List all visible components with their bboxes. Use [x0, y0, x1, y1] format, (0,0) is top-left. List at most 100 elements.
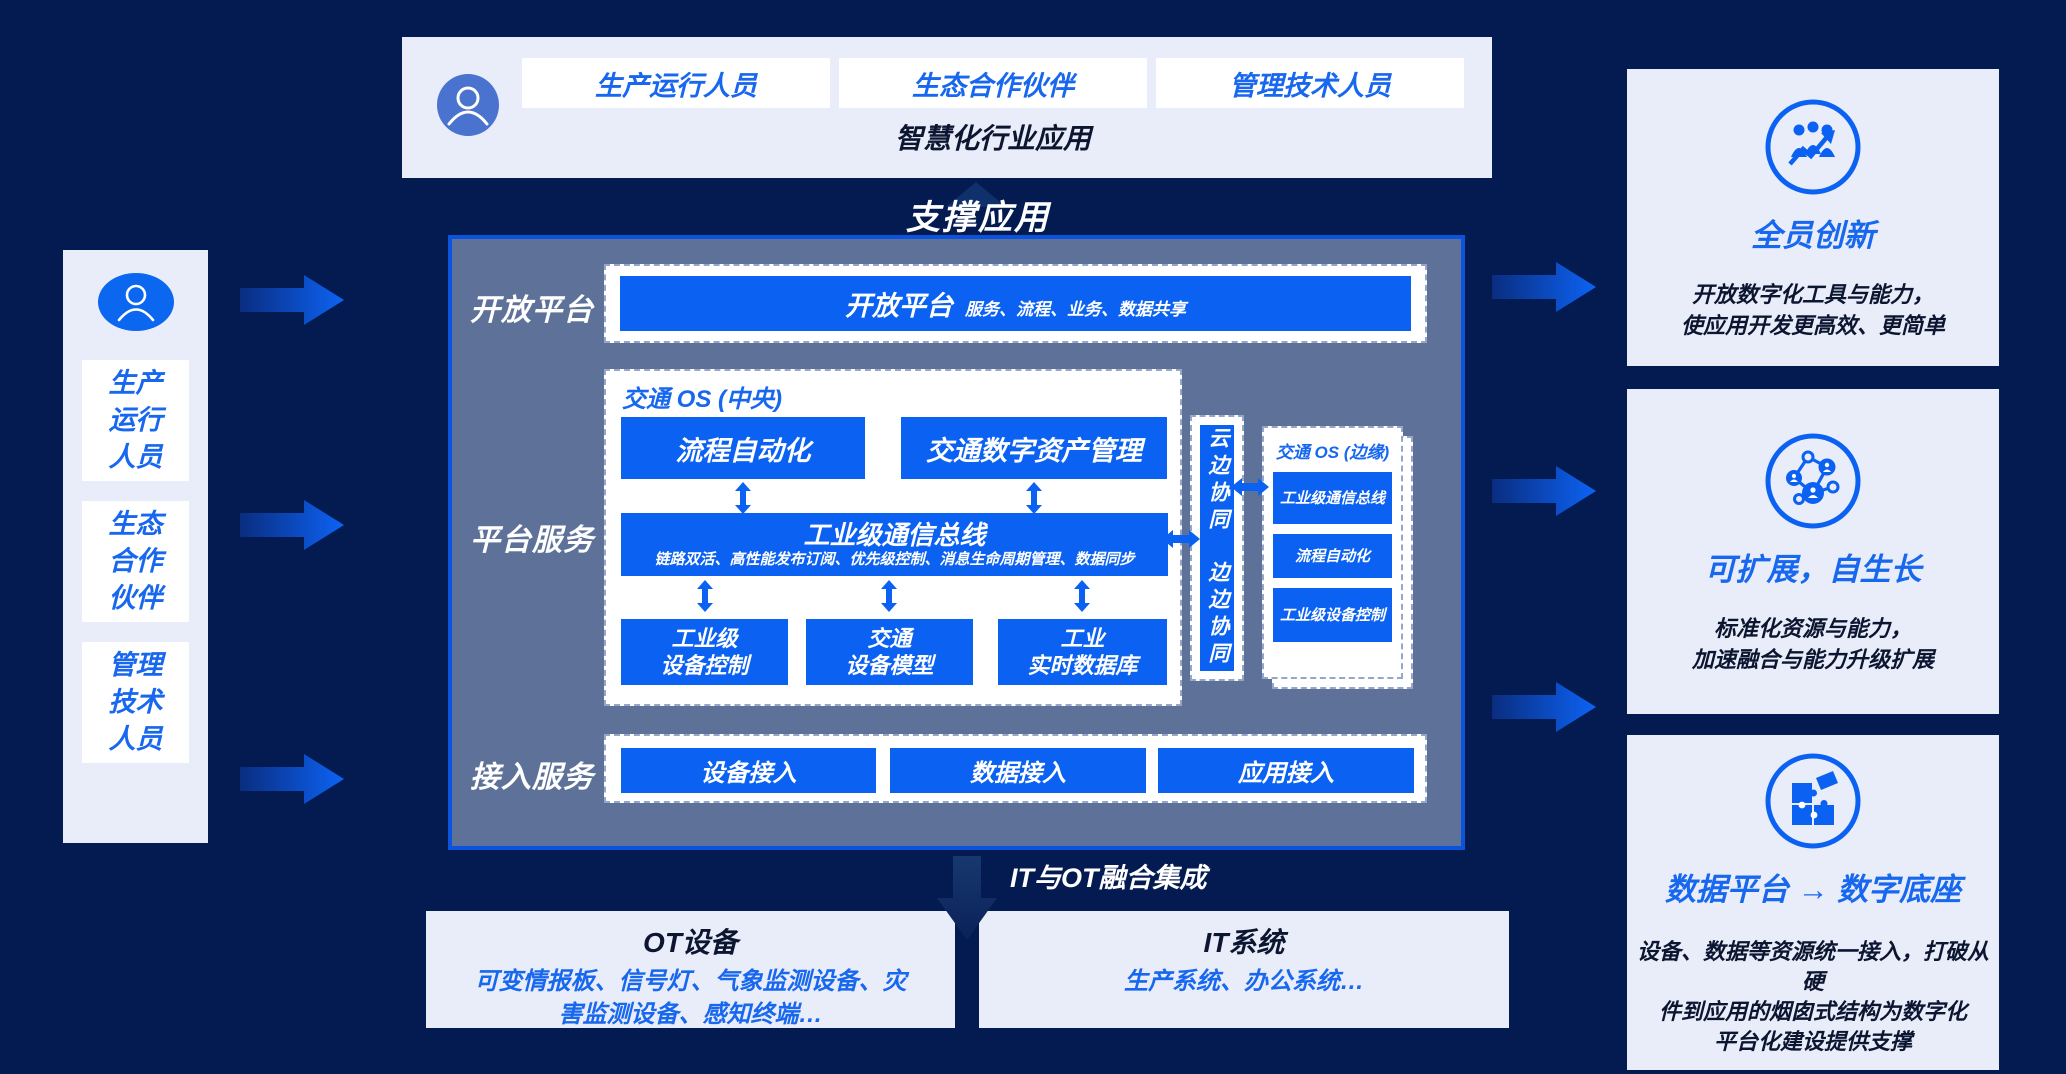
flow-arrow-right	[1492, 262, 1596, 312]
down-arrow	[937, 856, 997, 940]
node-traffic-device-model: 交通 设备模型	[806, 619, 973, 685]
flow-arrow-right	[240, 754, 344, 804]
node-process-automation: 流程自动化	[621, 417, 865, 479]
node-line: 工业级	[671, 626, 738, 651]
role-line: 人员	[108, 442, 163, 472]
it-ot-integration-label: IT与OT融合集成	[1010, 863, 1207, 893]
node-line: 设备模型	[845, 653, 934, 678]
top-banner: 生产运行人员 生态合作伙伴 管理技术人员 智慧化行业应用	[402, 37, 1492, 178]
card-title: 全员创新	[1751, 218, 1875, 253]
node-data-access: 数据接入	[890, 748, 1146, 793]
desc-line: 加速融合与能力升级扩展	[1691, 647, 1934, 672]
role-chip-management: 管理 技术 人员	[82, 642, 189, 763]
network-icon	[1765, 433, 1861, 529]
it-systems-title: IT系统	[1203, 927, 1285, 958]
bus-title: 工业级通信总线	[803, 519, 986, 550]
ot-devices-desc: 可变情报板、信号灯、气象监测设备、灾 害监测设备、感知终端…	[426, 965, 955, 1031]
desc-line: 设备、数据等资源统一接入，打破从硬	[1636, 939, 1989, 994]
desc-line: 害监测设备、感知终端…	[558, 1001, 823, 1028]
collaboration-bar: 云边协同 边边协同	[1200, 425, 1234, 671]
role-line: 合作	[108, 546, 163, 576]
desc-line: 可变情报板、信号灯、气象监测设备、灾	[474, 968, 907, 995]
flow-arrow-right	[1492, 466, 1596, 516]
vertical-double-arrow	[735, 482, 751, 514]
horizontal-double-arrow	[1231, 478, 1269, 496]
card-desc: 设备、数据等资源统一接入，打破从硬 件到应用的烟囱式结构为数字化 平台化建设提供…	[1627, 937, 1999, 1057]
role-chip-management: 管理技术人员	[1156, 58, 1464, 108]
vertical-double-arrow	[1074, 580, 1090, 612]
node-device-access: 设备接入	[621, 748, 876, 793]
vertical-double-arrow	[881, 580, 897, 612]
platform-service-row-label: 平台服务	[470, 524, 594, 557]
banner-role-row: 生产运行人员 生态合作伙伴 管理技术人员	[522, 58, 1464, 108]
card-title: 可扩展，自生长	[1704, 552, 1922, 587]
edge-node-device-control: 工业级设备控制	[1273, 588, 1392, 642]
open-platform-box: 开放平台 服务、流程、业务、数据共享	[604, 264, 1427, 343]
node-industrial-bus: 工业级通信总线 链路双活、高性能发布订阅、优先级控制、消息生命周期管理、数据同步	[621, 513, 1168, 576]
vertical-double-arrow	[697, 580, 713, 612]
desc-line: 件到应用的烟囱式结构为数字化	[1658, 999, 1967, 1024]
role-line: 生态	[108, 509, 163, 539]
role-line: 伙伴	[108, 583, 163, 613]
node-line: 实时数据库	[1027, 653, 1138, 678]
user-icon	[437, 73, 499, 136]
horizontal-double-arrow	[1162, 530, 1200, 548]
banner-caption: 智慧化行业应用	[894, 123, 1091, 154]
card-desc: 标准化资源与能力， 加速融合与能力升级扩展	[1627, 613, 1999, 675]
open-platform-bar-subtitle: 服务、流程、业务、数据共享	[965, 299, 1186, 319]
role-line: 管理	[108, 650, 163, 680]
node-digital-asset-mgmt: 交通数字资产管理	[901, 417, 1167, 479]
collaboration-bar-box: 云边协同 边边协同	[1190, 415, 1244, 681]
platform-container: 开放平台 平台服务 接入服务 开放平台 服务、流程、业务、数据共享 交通 OS …	[448, 235, 1465, 850]
desc-line: 开放数字化工具与能力，	[1691, 282, 1934, 307]
flow-arrow-right	[240, 275, 344, 325]
edge-node-industrial-bus: 工业级通信总线	[1273, 472, 1392, 524]
open-platform-row-label: 开放平台	[470, 294, 594, 327]
desc-line: 使应用开发更高效、更简单	[1680, 313, 1945, 338]
edge-os-title: 交通 OS (边缘)	[1275, 443, 1390, 462]
desc-line: 平台化建设提供支撑	[1713, 1029, 1912, 1054]
bus-subtitle: 链路双活、高性能发布订阅、优先级控制、消息生命周期管理、数据同步	[654, 550, 1135, 568]
flow-arrow-right	[240, 500, 344, 550]
role-chip-ecosystem: 生态合作伙伴	[839, 58, 1147, 108]
banner-content: 生产运行人员 生态合作伙伴 管理技术人员 智慧化行业应用	[522, 58, 1464, 157]
ot-devices-title: OT设备	[643, 927, 738, 958]
access-service-box: 设备接入 数据接入 应用接入	[604, 734, 1427, 803]
benefit-card-scalable: 可扩展，自生长 标准化资源与能力， 加速融合与能力升级扩展	[1627, 389, 1999, 714]
open-platform-bar-title: 开放平台	[845, 291, 953, 321]
puzzle-icon	[1765, 753, 1861, 849]
up-arrow	[946, 182, 1006, 207]
card-title: 数据平台 → 数字底座	[1664, 872, 1962, 907]
node-industrial-device-control: 工业级 设备控制	[621, 619, 788, 685]
edge-os-box: 交通 OS (边缘) 工业级通信总线 流程自动化 工业级设备控制	[1262, 426, 1403, 679]
it-systems-box: IT系统 生产系统、办公系统…	[979, 911, 1509, 1028]
edge-edge-collab-label: 边边协同	[1206, 561, 1229, 669]
node-line: 设备控制	[660, 653, 749, 678]
edge-node-process-automation: 流程自动化	[1273, 534, 1392, 578]
flow-arrow-right	[1492, 682, 1596, 732]
role-chip-production: 生产 运行 人员	[82, 360, 189, 481]
role-line: 技术	[108, 687, 163, 717]
node-line: 交通	[867, 626, 912, 651]
node-industrial-realtime-db: 工业 实时数据库	[998, 619, 1167, 685]
node-app-access: 应用接入	[1158, 748, 1414, 793]
desc-line: 标准化资源与能力，	[1713, 616, 1912, 641]
desc-line: 生产系统、办公系统…	[1124, 968, 1364, 995]
benefit-card-innovation: 全员创新 开放数字化工具与能力， 使应用开发更高效、更简单	[1627, 69, 1999, 366]
support-apps-label: 支撑应用	[906, 199, 1050, 237]
role-chip-ecosystem: 生态 合作 伙伴	[82, 501, 189, 622]
node-line: 工业	[1060, 626, 1105, 651]
people-growth-icon	[1765, 99, 1861, 195]
central-os-box: 交通 OS (中央) 流程自动化 交通数字资产管理 工业级通信总线 链路双活、高…	[604, 369, 1182, 706]
open-platform-bar: 开放平台 服务、流程、业务、数据共享	[620, 276, 1411, 331]
access-service-row-label: 接入服务	[470, 761, 594, 794]
it-systems-desc: 生产系统、办公系统…	[979, 965, 1509, 998]
role-line: 生产	[108, 368, 163, 398]
user-icon	[97, 273, 174, 331]
card-desc: 开放数字化工具与能力， 使应用开发更高效、更简单	[1627, 279, 1999, 341]
benefit-card-data-platform: 数据平台 → 数字底座 设备、数据等资源统一接入，打破从硬 件到应用的烟囱式结构…	[1627, 735, 1999, 1070]
central-os-title: 交通 OS (中央)	[622, 386, 782, 413]
role-chip-production: 生产运行人员	[522, 58, 830, 108]
left-roles-panel: 生产 运行 人员 生态 合作 伙伴 管理 技术 人员	[63, 250, 208, 843]
role-line: 运行	[108, 405, 163, 435]
